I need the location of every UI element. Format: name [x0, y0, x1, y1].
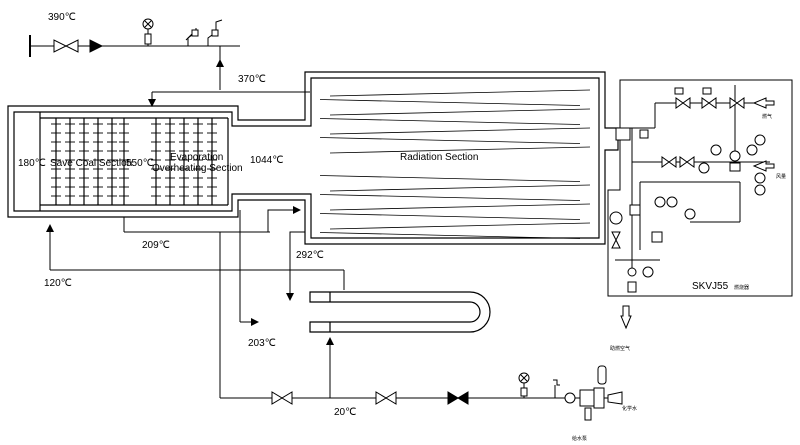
feed-check-valve-icon[interactable] — [447, 391, 469, 405]
radiation-tube-line — [319, 118, 581, 125]
radiation-tube-line — [329, 184, 591, 192]
radiation-tube-line — [319, 213, 581, 220]
top-right-label: 燃气 — [762, 113, 772, 120]
radiation-tube-line — [329, 146, 591, 154]
radiation-tube-line — [319, 194, 581, 201]
feedwater-piping — [46, 206, 620, 399]
burner-model-suffix: 燃烧器 — [734, 284, 749, 291]
radiation-section-hatch — [319, 89, 591, 239]
bottom-right-label: 化学水 — [622, 405, 637, 412]
burner-model-label: SKVJ55 — [692, 281, 729, 292]
save-coal-tube-bank — [51, 118, 129, 205]
temp-label-1044: 1044℃ — [250, 155, 283, 166]
radiation-tube-line — [329, 203, 591, 211]
temp-label-203: 203℃ — [248, 338, 276, 349]
bottom-pump-label: 给水泵 — [572, 435, 587, 442]
temp-label-390: 390℃ — [48, 12, 76, 23]
gas-train-piping — [615, 85, 770, 270]
temp-label-180: 180℃ — [18, 158, 46, 169]
radiation-tube-line — [319, 137, 581, 144]
evaporation-label-line2: Overheating Section — [152, 163, 243, 174]
temp-label-20: 20℃ — [334, 407, 356, 418]
mid-right-label: 风量 — [776, 173, 786, 180]
panel-instruments — [609, 87, 766, 293]
pressure-gauge-icon — [142, 18, 154, 46]
feed-pressure-gauge-icon — [518, 372, 530, 398]
temp-label-370: 370℃ — [238, 74, 266, 85]
feed-pump-icon — [553, 365, 623, 421]
safety-valve-icon[interactable] — [185, 19, 223, 46]
radiation-tube-line — [329, 127, 591, 135]
feed-gate-valve-2-icon[interactable] — [375, 391, 397, 405]
bottom-inlet-label: 助燃空气 — [610, 345, 630, 352]
save-coal-section-label: Save Coal Section — [50, 158, 132, 169]
radiation-tube-line — [329, 222, 591, 230]
burner-control-panel — [607, 79, 793, 297]
radiation-tube-line — [329, 89, 591, 97]
temp-label-292: 292℃ — [296, 250, 324, 261]
temp-label-120: 120℃ — [44, 278, 72, 289]
u-tube-heat-exchanger — [309, 291, 491, 333]
radiation-section-label: Radiation Section — [400, 152, 478, 163]
radiation-tube-line — [329, 108, 591, 116]
air-inlet-arrow — [620, 97, 775, 330]
radiation-tube-line — [319, 175, 581, 182]
temp-label-209: 209℃ — [142, 240, 170, 251]
evaporation-tube-bank — [151, 118, 217, 205]
gate-valve-icon[interactable] — [53, 39, 79, 53]
temp-label-550: 550℃ — [126, 158, 154, 169]
flue-chamber — [7, 71, 619, 245]
radiation-tube-line — [319, 99, 581, 106]
feed-gate-valve-1-icon[interactable] — [271, 391, 293, 405]
radiation-tube-line — [319, 232, 581, 239]
evaporation-label-line1: Evaporation — [170, 152, 223, 163]
check-valve-icon[interactable] — [89, 39, 104, 53]
superheated-steam-line — [148, 91, 310, 107]
